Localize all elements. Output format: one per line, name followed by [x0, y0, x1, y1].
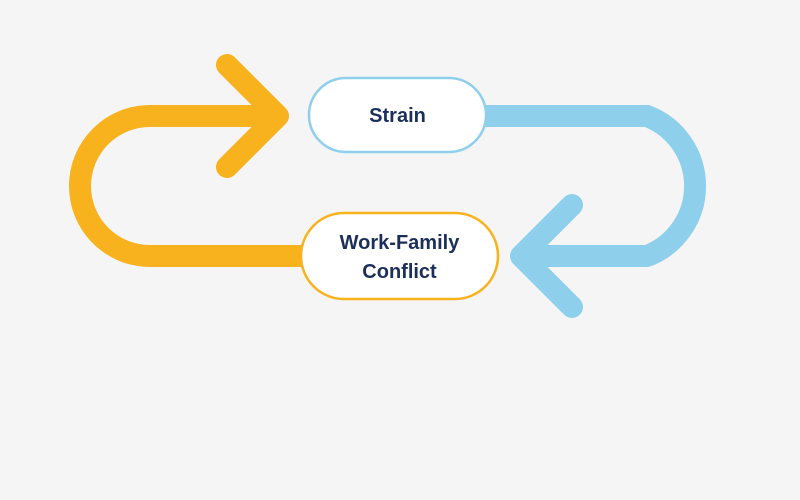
conflict-node-box [299, 211, 500, 301]
strain-node: Strain [307, 76, 488, 154]
strain-node-box [307, 76, 488, 154]
conflict-node: Work-Family Conflict [299, 211, 500, 301]
conflict-node-label-line2: Conflict [362, 261, 437, 283]
conflict-to-strain-arrow-line [69, 105, 302, 267]
strain-to-conflict-arrow [485, 105, 707, 318]
strain-to-conflict-arrow-line [485, 105, 707, 267]
strain-to-conflict-arrowhead [510, 194, 583, 318]
conflict-to-strain-arrowhead [216, 54, 289, 178]
conflict-to-strain-arrow [69, 54, 302, 267]
strain-node-label: Strain [369, 105, 426, 127]
conflict-node-label-line1: Work-Family [340, 232, 461, 254]
